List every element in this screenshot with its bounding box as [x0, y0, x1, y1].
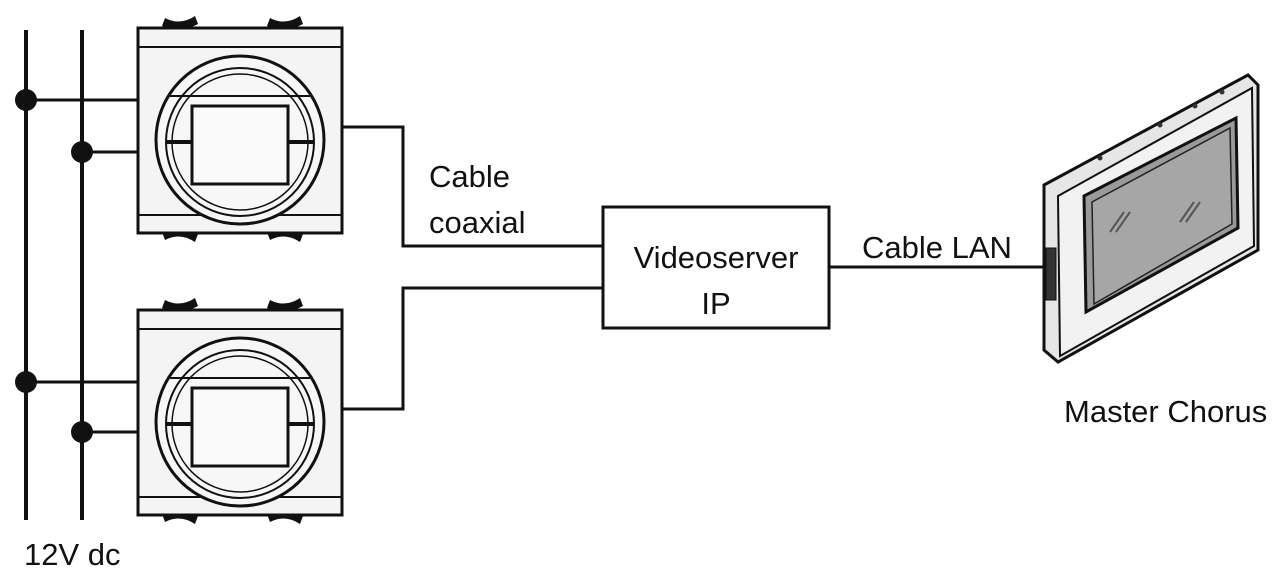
camera-module-2: [136, 298, 344, 524]
junction-dot: [15, 371, 37, 393]
junction-dot: [71, 141, 93, 163]
videoserver-label-line2: IP: [701, 286, 730, 321]
junction-dot: [71, 421, 93, 443]
videoserver-label-line1: Videoserver: [634, 240, 799, 275]
coaxial-cables: [342, 125, 603, 411]
master-chorus-panel: [1042, 73, 1260, 364]
master-chorus-label: Master Chorus: [1064, 394, 1267, 429]
junction-dot: [15, 89, 37, 111]
junction-dots: [15, 89, 93, 443]
cable-coaxial-label-line1: Cable: [429, 159, 510, 194]
cable-lan-label: Cable LAN: [862, 230, 1012, 265]
cable-coaxial-label-line2: coaxial: [429, 205, 526, 240]
videoserver-box: [601, 205, 831, 330]
power-label: 12V dc: [24, 537, 121, 572]
camera-module-1: [136, 16, 344, 242]
